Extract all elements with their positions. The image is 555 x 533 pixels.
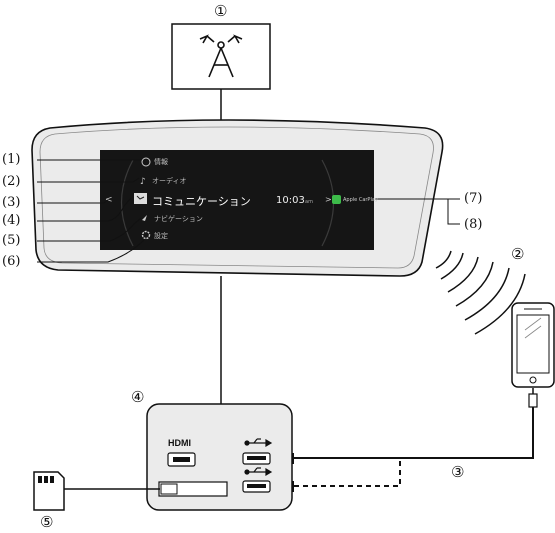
phone-usb-plug	[528, 393, 538, 408]
usb-symbol-icon	[244, 438, 273, 448]
screen-clock-suffix: am	[305, 199, 313, 205]
label-usb-cable: ③	[451, 463, 465, 481]
label-wireless: ②	[511, 245, 525, 263]
usb-symbol-icon-2	[244, 467, 273, 477]
label-hub: ④	[131, 388, 145, 406]
connection-hub	[146, 403, 293, 511]
menu-item-audio: オーディオ	[152, 177, 187, 185]
wireless-waves	[435, 250, 526, 335]
sd-card	[33, 471, 65, 511]
callout-4: (4)	[2, 213, 21, 228]
leader-lines	[37, 159, 460, 263]
callout-5: (5)	[2, 233, 21, 248]
screen-glare	[524, 317, 542, 331]
usb-cable-dashed	[294, 458, 401, 487]
usb-cable-solid	[294, 407, 534, 459]
carplay-label: Apple CarPlay	[343, 197, 378, 203]
carplay-icon	[332, 195, 341, 204]
display-unit: ♪ < >	[31, 119, 444, 277]
callout-6: (6)	[2, 254, 21, 269]
label-antenna: ①	[214, 2, 228, 20]
callout-2: (2)	[2, 174, 21, 189]
menu-item-settings: 設定	[154, 232, 168, 240]
right-arrow-icon: >	[325, 195, 332, 204]
antenna-icon	[199, 34, 243, 78]
menu-item-navigation: ナビゲーション	[154, 215, 203, 223]
screen-clock: 10:03	[276, 195, 305, 206]
label-sd-card: ⑤	[40, 513, 54, 531]
smartphone	[511, 302, 555, 388]
settings-gear-icon	[141, 230, 151, 240]
callout-7: (7)	[464, 191, 483, 206]
hdmi-label: HDMI	[168, 438, 191, 448]
callout-1: (1)	[2, 152, 21, 167]
communication-phone-icon	[136, 195, 145, 200]
menu-item-communication: コミュニケーション	[152, 195, 251, 208]
menu-item-info: 情報	[154, 158, 168, 166]
navigation-icon	[142, 215, 147, 221]
info-icon	[141, 157, 151, 167]
left-arrow-icon: <	[105, 195, 113, 205]
audio-icon: ♪	[140, 177, 146, 187]
callout-3: (3)	[2, 195, 21, 210]
callout-8: (8)	[464, 217, 483, 232]
antenna-unit	[171, 23, 271, 90]
